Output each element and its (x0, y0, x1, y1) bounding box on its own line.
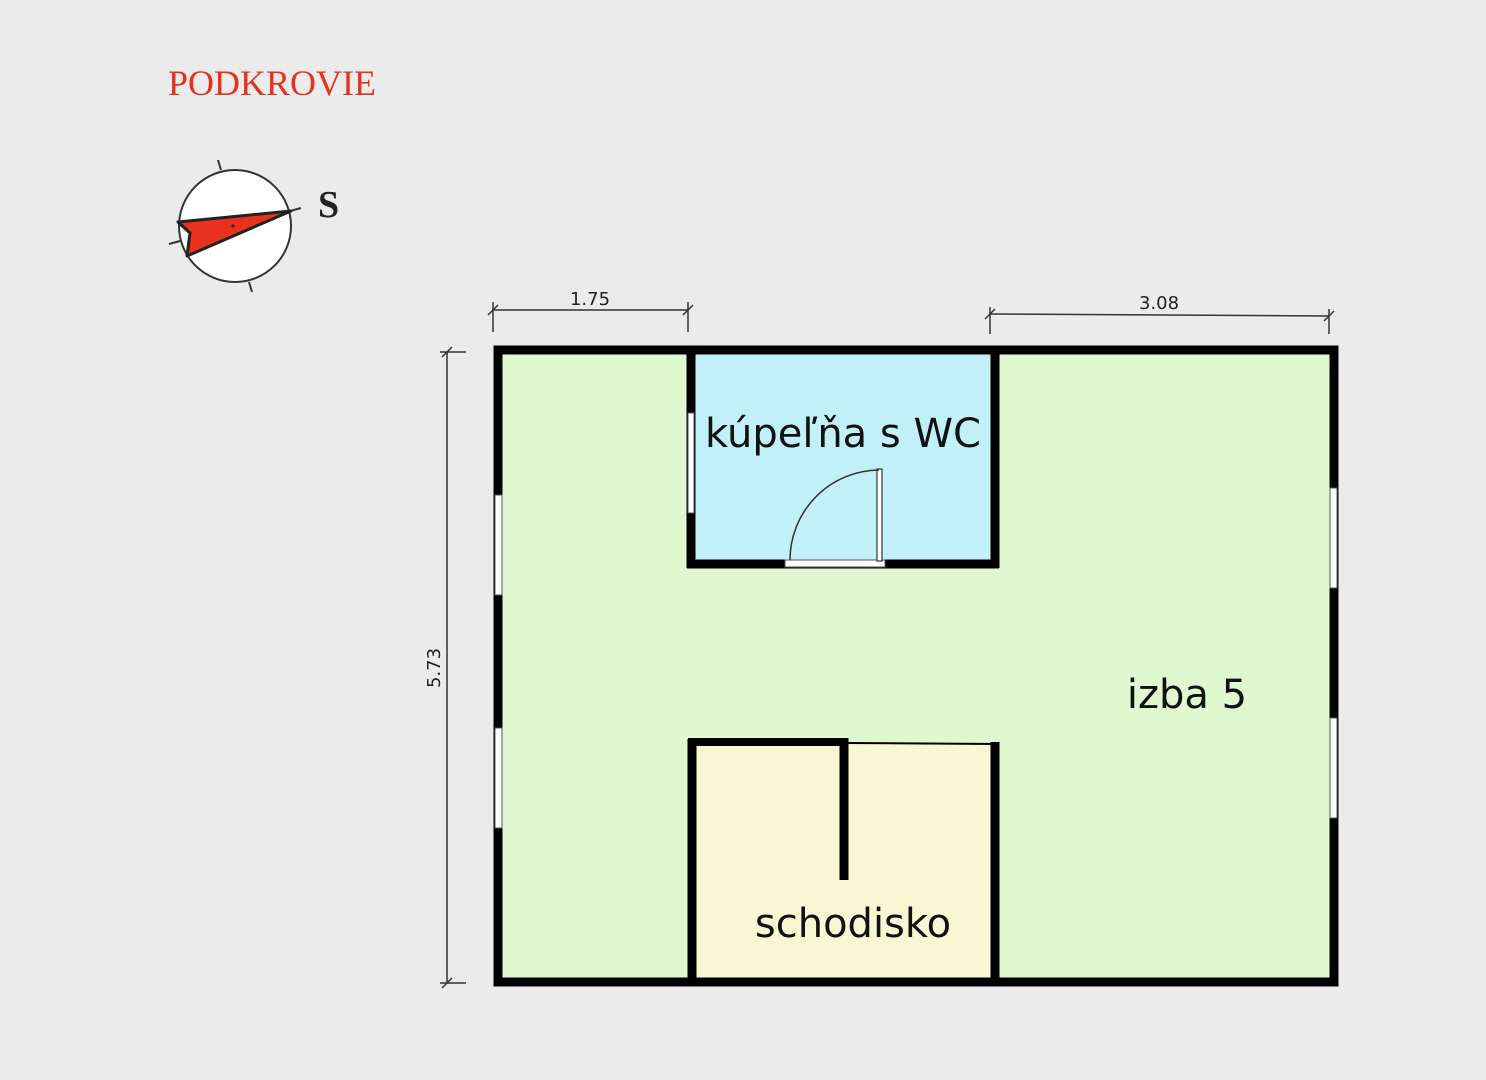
dimension-top-right-label: 3.08 (1139, 293, 1179, 314)
compass-icon (168, 159, 302, 293)
window-right-lower (1329, 717, 1338, 819)
windows (494, 412, 1338, 829)
window-bathroom (687, 412, 695, 514)
room-label-izba: izba 5 (1127, 672, 1247, 718)
window-right-upper (1329, 487, 1338, 589)
plan-title: PODKROVIE (168, 63, 377, 103)
dimension-left (440, 346, 466, 989)
window-left-upper (494, 494, 503, 596)
dimension-left-label: 5.73 (424, 648, 445, 688)
dimension-top-right (984, 307, 1335, 334)
bathroom-door (784, 468, 886, 568)
dimension-top-left-label: 1.75 (570, 289, 610, 310)
room-label-bathroom: kúpeľňa s WC (705, 411, 981, 457)
dimension-top-left (487, 302, 694, 332)
compass-direction-label: S (318, 184, 340, 226)
compass-needle (176, 209, 293, 258)
room-label-stairs: schodisko (755, 901, 951, 947)
outer-wall (493, 345, 1339, 987)
stairs-walls (687, 738, 1000, 982)
room-bathroom (691, 353, 995, 563)
window-left-lower (494, 727, 503, 829)
